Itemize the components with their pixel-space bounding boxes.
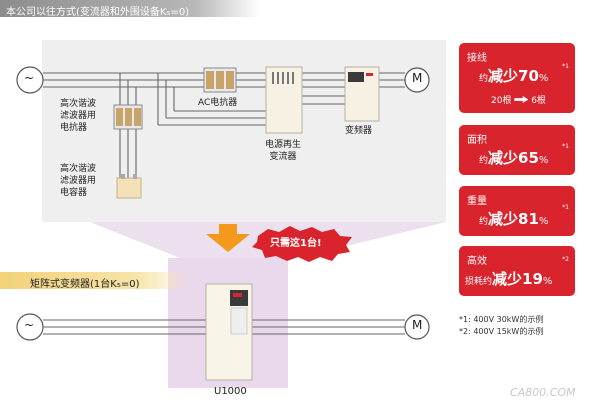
u1000-unit-icon	[205, 283, 253, 381]
label-harmonic-reactor: 高次谐波 滤波器用 电抗器	[60, 99, 97, 133]
benefit-value: 约减少81%	[479, 210, 549, 228]
inverter-icon	[344, 66, 380, 122]
header-banner: 本公司以往方式(变流器和外围设备K₅=0)	[0, 0, 260, 18]
benefit-label: 重量	[467, 196, 487, 207]
matrix-banner: 矩阵式变频器(1台K₅=0)	[0, 272, 190, 290]
label-inverter: 变频器	[345, 126, 373, 136]
benefit-value: 约减少65%	[479, 149, 549, 167]
conventional-panel	[42, 40, 446, 222]
benefit-wire-count: 20根 6根	[491, 96, 546, 106]
source-symbol: ~	[24, 71, 35, 85]
header-title: 本公司以往方式(变流器和外围设备K₅=0)	[6, 7, 190, 18]
motor-icon-bottom	[404, 314, 430, 340]
down-arrow-icon	[206, 224, 250, 252]
label-ac-reactor: AC电抗器	[198, 98, 238, 108]
label-harmonic-capacitor: 高次谐波 滤波器用 电容器	[60, 164, 97, 198]
benefit-card-wiring: 接线 约减少70% *1 20根 6根	[459, 43, 575, 113]
motor-symbol: M	[412, 71, 423, 85]
harmonic-reactor-icon	[113, 104, 143, 130]
benefit-label: 接线	[467, 53, 487, 64]
footnote-1: *1: 400V 30kW的示例	[459, 315, 544, 324]
benefit-value: 约减少70%	[479, 67, 549, 85]
source-symbol-bottom: ~	[24, 318, 35, 332]
footnote-2: *2: 400V 15kW的示例	[459, 327, 544, 336]
watermark: CA800.COM	[510, 386, 576, 399]
benefit-note: *1	[562, 63, 569, 70]
callout-starburst	[252, 226, 352, 262]
benefit-card-weight: 重量 约减少81% *1	[459, 186, 575, 236]
arrow-right-icon	[514, 96, 529, 103]
benefit-note: *1	[562, 143, 569, 150]
harmonic-capacitor-icon	[116, 174, 142, 199]
matrix-title: 矩阵式变频器(1台K₅=0)	[30, 279, 140, 290]
motor-icon	[404, 67, 430, 93]
benefit-card-area: 面积 约减少65% *1	[459, 125, 575, 175]
label-regen-converter: 电源再生 变流器	[265, 140, 302, 162]
benefit-card-efficiency: 高效 损耗约减少19% *2	[459, 246, 575, 296]
product-name: U1000	[214, 386, 247, 397]
regen-converter-icon	[265, 66, 303, 134]
callout-text: 只需这1台!	[270, 238, 322, 249]
benefit-label: 面积	[467, 135, 487, 146]
benefit-label: 高效	[467, 256, 487, 267]
ac-reactor-icon	[203, 67, 237, 93]
benefit-note: *2	[562, 256, 569, 263]
benefit-note: *1	[562, 204, 569, 211]
motor-symbol-bottom: M	[412, 318, 423, 332]
benefit-value: 损耗约减少19%	[465, 270, 553, 288]
